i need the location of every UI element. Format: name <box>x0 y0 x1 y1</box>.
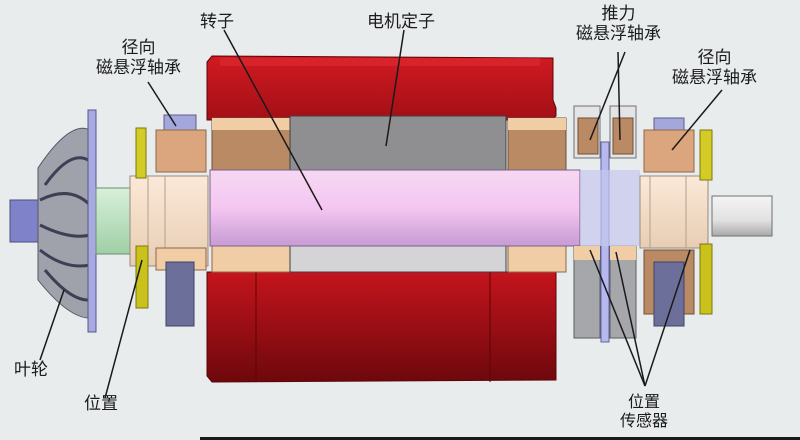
label-line: 磁悬浮轴承 <box>576 24 661 44</box>
label-position-left: 位置 <box>84 394 118 414</box>
label-line: 磁悬浮轴承 <box>96 58 181 78</box>
thrust-bearing <box>573 105 640 343</box>
label-line: 位置 <box>628 392 661 411</box>
motor-stator-core <box>289 115 507 171</box>
label-line: 径向 <box>121 38 156 58</box>
right-journal <box>639 175 709 249</box>
rotor <box>209 169 581 247</box>
label-line: 径向 <box>697 48 732 68</box>
leader-lines <box>39 29 723 399</box>
impeller <box>9 109 97 333</box>
label-thrust-bearing: 推力 磁悬浮轴承 <box>576 4 661 44</box>
right-position-sensor <box>699 129 713 315</box>
label-line: 磁悬浮轴承 <box>672 68 757 88</box>
stator-housing <box>206 55 557 383</box>
label-line: 推力 <box>601 4 636 24</box>
label-rotor: 转子 <box>200 12 234 32</box>
shaft-end <box>711 195 773 237</box>
label-line: 传感器 <box>620 411 669 430</box>
label-motor-stator: 电机定子 <box>367 12 435 32</box>
shaft-sleeve <box>95 187 131 255</box>
label-radial-bearing-right: 径向 磁悬浮轴承 <box>672 48 757 88</box>
label-position-sensor: 位置 传感器 <box>620 392 668 430</box>
label-radial-bearing-left: 径向 磁悬浮轴承 <box>96 38 181 78</box>
label-impeller: 叶轮 <box>14 360 48 380</box>
left-position-sensor <box>135 127 149 309</box>
right-radial-bearing <box>643 117 695 327</box>
motor-stator-core-lower <box>289 245 507 273</box>
bottom-border <box>200 437 800 440</box>
stator-end-windings <box>211 117 567 273</box>
